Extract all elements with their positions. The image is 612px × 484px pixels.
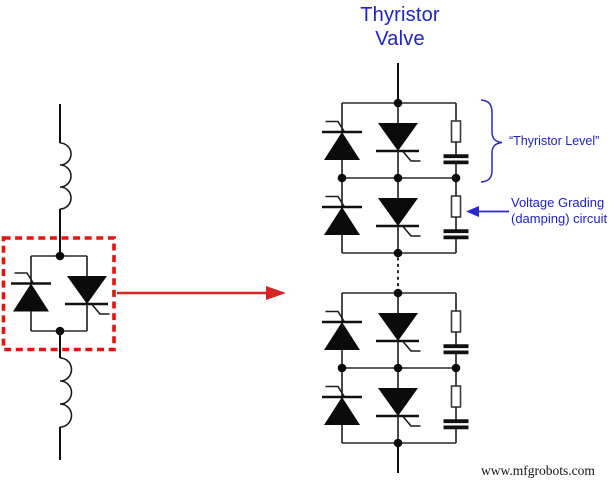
antiparallel-thyristor-pair	[9, 251, 111, 336]
watermark: www.mfgrobots.com	[481, 463, 595, 478]
voltage-grading-label: Voltage Grading (damping) circuit	[511, 195, 607, 226]
voltage-grading-line1: Voltage Grading	[511, 195, 605, 210]
voltage-grading-line2: (damping) circuit	[511, 210, 608, 226]
thyristor-level-2	[322, 178, 469, 253]
valve-title-line1: Thyristor	[360, 4, 440, 26]
inductor-bottom	[59, 357, 73, 428]
thyristor-level-brace	[480, 99, 503, 183]
valve-title-line2: Valve	[375, 28, 425, 50]
blue-arrowhead	[466, 206, 479, 217]
red-arrowhead	[266, 286, 286, 300]
thyristor-level-3	[322, 293, 469, 368]
thyristor-level-4	[322, 368, 469, 443]
red-highlight-box	[1, 236, 116, 352]
left-circuit	[1, 104, 116, 460]
blue-arrow	[466, 206, 509, 217]
thyristor-level-label: “Thyristor Level”	[509, 134, 600, 148]
red-arrow	[117, 286, 286, 300]
thyristor-level-1	[322, 103, 469, 178]
thyristor-valve-circuit	[322, 63, 469, 473]
valve-title: Thyristor Valve	[330, 3, 470, 51]
inductor-top	[59, 142, 72, 210]
